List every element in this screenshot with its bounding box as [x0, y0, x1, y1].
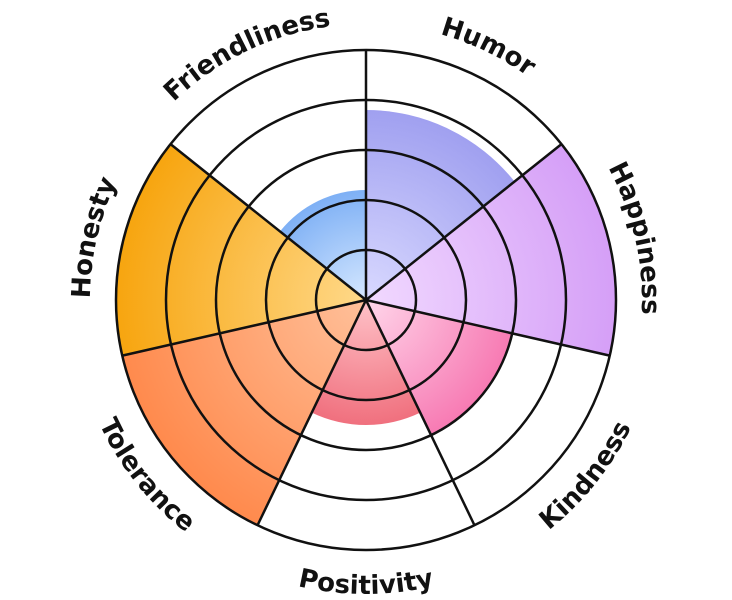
label-humor: Humor — [438, 12, 541, 82]
spoke-4 — [256, 299, 368, 526]
segment-friendliness — [280, 190, 366, 300]
segment-humor — [366, 110, 515, 300]
segment-honesty — [116, 144, 367, 356]
segment-happiness — [366, 144, 616, 356]
spoke-5 — [121, 298, 367, 357]
label-friendliness: Friendliness — [158, 3, 332, 107]
segment-positivity — [311, 300, 421, 426]
spoke-3 — [364, 299, 476, 526]
spoke-1 — [365, 143, 563, 301]
grid-layer — [114, 48, 618, 552]
spoke-2 — [365, 298, 611, 357]
label-kindness: Kindness — [534, 416, 638, 535]
label-positivity: Positivity — [296, 564, 436, 600]
spoke-6 — [169, 143, 367, 301]
label-honesty: Honesty — [67, 172, 123, 298]
